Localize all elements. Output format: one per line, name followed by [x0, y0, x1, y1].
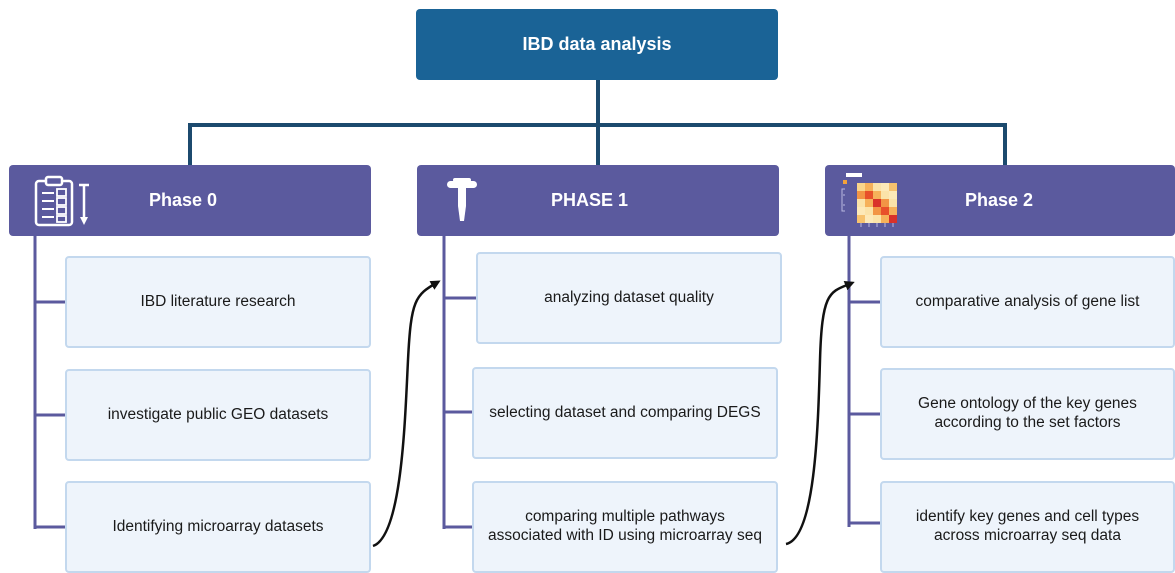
phase-2-title: Phase 2	[965, 190, 1034, 210]
pipette-icon	[447, 178, 477, 221]
arrow-phase1-to-phase2	[785, 281, 855, 546]
phase-2-step-3: identify key genes and cell types across…	[880, 481, 1175, 573]
root-node: IBD data analysis	[416, 9, 778, 80]
phase-0-step-1: IBD literature research	[65, 256, 371, 348]
tree-connectors	[188, 80, 1007, 166]
phase-0-step-2: investigate public GEO datasets	[65, 369, 371, 461]
phase-0-title: Phase 0	[149, 190, 218, 210]
phase-1-header: PHASE 1	[417, 165, 779, 236]
phase-1-step-3: comparing multiple pathways associated w…	[472, 481, 778, 573]
phase-1-step-1: analyzing dataset quality	[476, 252, 782, 344]
phase-0-step-3: Identifying microarray datasets	[65, 481, 371, 573]
phase-1-title: PHASE 1	[551, 190, 629, 210]
phase-0-header: Phase 0	[9, 165, 371, 236]
arrow-phase0-to-phase1	[372, 280, 441, 548]
phase-2-step-1: comparative analysis of gene list	[880, 256, 1175, 348]
phase-2-header: Phase 2	[825, 165, 1175, 236]
clipboard-checklist-icon	[34, 175, 89, 227]
phase-2-step-2: Gene ontology of the key genes according…	[880, 368, 1175, 460]
heatmap-icon	[841, 173, 897, 227]
phase-1-step-2: selecting dataset and comparing DEGS	[472, 367, 778, 459]
root-title: IBD data analysis	[522, 34, 672, 54]
